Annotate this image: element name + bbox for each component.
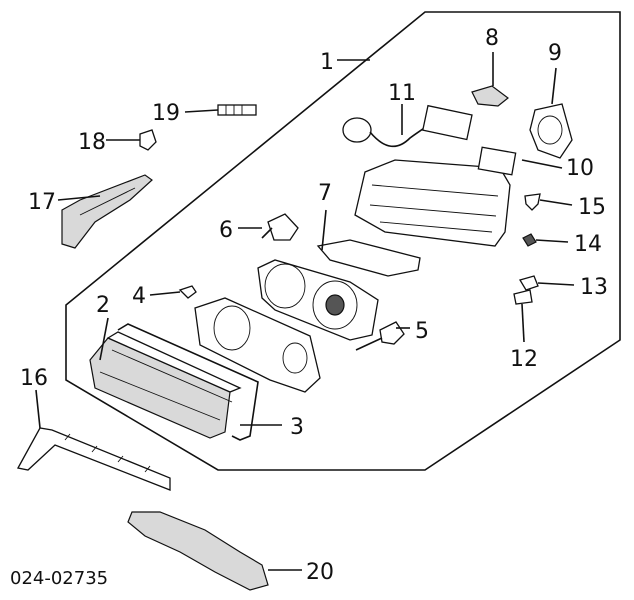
callout-labels: 1 2 3 4 5 6 7 8 9 10 11 12 13 14 15 16 1…	[20, 26, 608, 585]
callout-5: 5	[415, 319, 429, 344]
part-3-gasket	[117, 323, 259, 441]
callout-9: 9	[548, 41, 562, 66]
callout-11: 11	[388, 81, 416, 106]
assembly-outline	[65, 11, 621, 471]
callout-6: 6	[219, 218, 233, 243]
part-17-bracket	[61, 174, 153, 249]
part-7-heat-shield	[316, 239, 421, 277]
callout-10: 10	[566, 156, 594, 181]
callout-17: 17	[28, 190, 56, 215]
part-13-nut	[519, 275, 539, 291]
part-12-bracket	[513, 289, 533, 305]
callout-13: 13	[580, 275, 608, 300]
callout-1: 1	[320, 50, 334, 75]
callout-14: 14	[574, 232, 602, 257]
part-14-clip	[522, 233, 537, 247]
callout-18: 18	[78, 130, 106, 155]
part-19-connector	[217, 104, 257, 116]
part-2-lens	[89, 331, 242, 439]
headlight-housing	[354, 146, 517, 247]
part-6-bulb	[261, 213, 299, 241]
part-4-clip	[178, 285, 197, 299]
leader-lines	[35, 52, 575, 571]
callout-7: 7	[318, 181, 332, 206]
callout-2: 2	[96, 293, 110, 318]
part-8-cap	[471, 85, 509, 107]
callout-20: 20	[306, 560, 334, 585]
callout-19: 19	[152, 101, 180, 126]
part-19-detail	[225, 105, 243, 115]
part-20-trim-strip	[127, 511, 269, 591]
part-15-fastener	[524, 193, 541, 211]
part-18-clip	[139, 129, 157, 151]
callout-15: 15	[578, 195, 606, 220]
callout-12: 12	[510, 347, 538, 372]
callout-3: 3	[290, 415, 304, 440]
part-11-harness	[342, 104, 473, 148]
part-9-socket	[529, 103, 573, 159]
callout-8: 8	[485, 26, 499, 51]
callout-4: 4	[132, 284, 146, 309]
part-16-seal	[17, 427, 171, 491]
callout-16: 16	[20, 366, 48, 391]
reflector-unit	[257, 259, 379, 341]
bezel	[194, 297, 321, 393]
diagram-code: 024-02735	[10, 568, 108, 589]
